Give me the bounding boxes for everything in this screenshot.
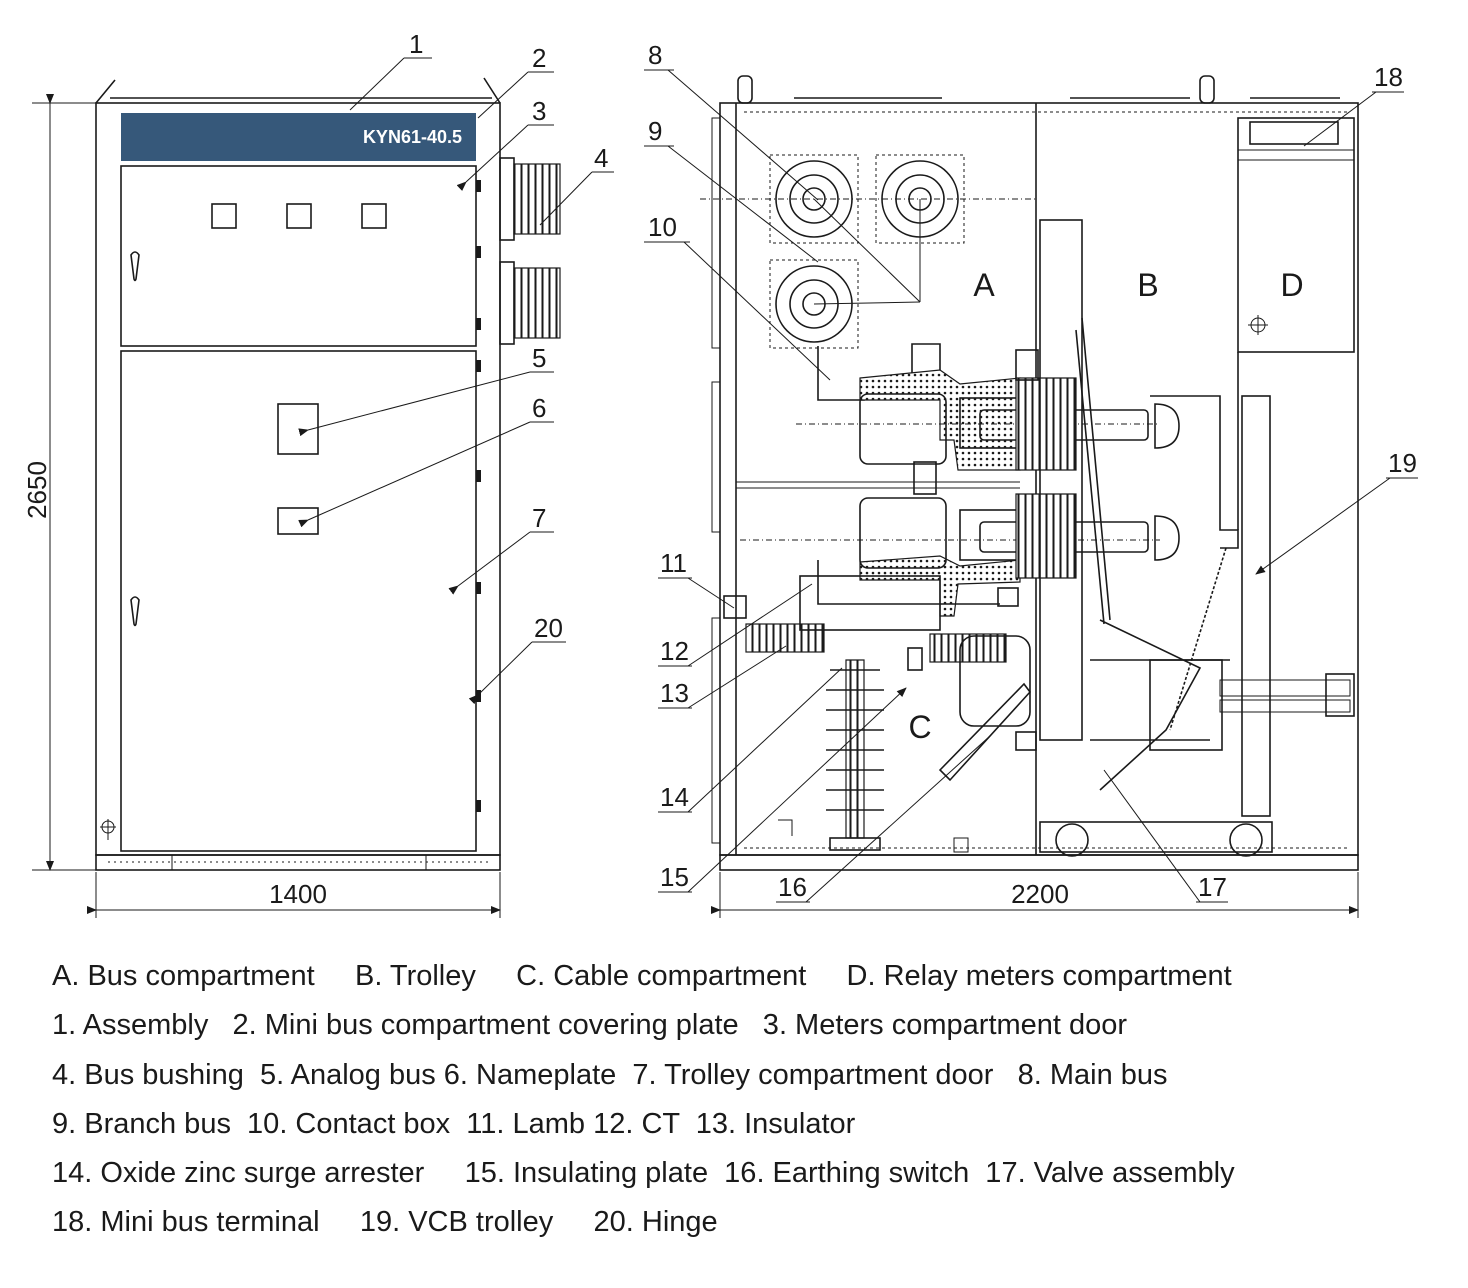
legend-line-2: 4. Bus bushing 5. Analog bus 6. Nameplat… xyxy=(52,1058,1168,1091)
front-callouts: 1 2 3 4 5 6 7 20 xyxy=(298,29,614,705)
callout-1: 1 xyxy=(409,29,423,59)
callout-9: 9 xyxy=(648,116,662,146)
side-callouts: 8 9 10 11 12 13 14 15 16 17 18 19 xyxy=(644,40,1418,903)
height-dimension: 2650 xyxy=(22,94,115,871)
callout-4: 4 xyxy=(594,143,608,173)
vcb-trolley xyxy=(1039,219,1355,857)
meters-compartment-door xyxy=(120,165,477,347)
main-buses xyxy=(700,154,1036,349)
side-view: 2200 xyxy=(644,40,1418,918)
callout-20: 20 xyxy=(534,613,563,643)
callout-5: 5 xyxy=(532,343,546,373)
callout-16: 16 xyxy=(778,872,807,902)
legend-line-compartments: A. Bus compartment B. Trolley C. Cable c… xyxy=(52,960,1232,992)
model-plate-label: KYN61-40.5 xyxy=(363,127,462,147)
cable-compartment-items xyxy=(723,575,1037,853)
legend-line-5: 18. Mini bus terminal 19. VCB trolley 20… xyxy=(52,1206,718,1239)
callout-3: 3 xyxy=(532,96,546,126)
model-plate xyxy=(121,113,476,161)
switchgear-drawing: 2650 1400 KYN61-40.5 xyxy=(22,29,1418,918)
side-depth-dimension: 2200 xyxy=(711,872,1359,918)
height-dim-label: 2650 xyxy=(22,461,52,519)
callout-13: 13 xyxy=(660,678,689,708)
callout-12: 12 xyxy=(660,636,689,666)
callout-8: 8 xyxy=(648,40,662,70)
front-width-dim-label: 1400 xyxy=(269,879,327,909)
compartment-c-label: C xyxy=(908,709,931,745)
front-cabinet: KYN61-40.5 xyxy=(95,77,561,871)
relay-compartment xyxy=(1237,117,1355,530)
legend-line-1: 1. Assembly 2. Mini bus compartment cove… xyxy=(52,1009,1128,1042)
callout-19: 19 xyxy=(1388,448,1417,478)
callout-18: 18 xyxy=(1374,62,1403,92)
callout-2: 2 xyxy=(532,43,546,73)
callout-17: 17 xyxy=(1198,872,1227,902)
callout-7: 7 xyxy=(532,503,546,533)
side-frame xyxy=(711,75,1359,871)
compartment-b-label: B xyxy=(1137,267,1158,303)
legend-line-3: 9. Branch bus 10. Contact box 11. Lamb 1… xyxy=(52,1107,856,1140)
bus-bushings xyxy=(499,157,561,345)
legend-line-4: 14. Oxide zinc surge arrester 15. Insula… xyxy=(52,1157,1235,1190)
nameplate-panel xyxy=(277,507,319,535)
side-depth-dim-label: 2200 xyxy=(1011,879,1069,909)
callout-10: 10 xyxy=(648,212,677,242)
callout-14: 14 xyxy=(660,782,689,812)
legend: A. Bus compartment B. Trolley C. Cable c… xyxy=(52,952,1452,1248)
trolley-compartment-door xyxy=(120,350,477,852)
callout-15: 15 xyxy=(660,862,689,892)
front-width-dimension: 1400 xyxy=(87,872,501,918)
callout-6: 6 xyxy=(532,393,546,423)
callout-11: 11 xyxy=(660,548,687,578)
front-view: 2650 1400 KYN61-40.5 xyxy=(22,29,614,918)
analog-bus-panel xyxy=(277,403,319,455)
door-handle-icon xyxy=(130,251,140,282)
door-handle-icon-lower xyxy=(130,596,140,627)
compartment-d-label: D xyxy=(1280,267,1303,303)
compartment-a-label: A xyxy=(973,267,995,303)
